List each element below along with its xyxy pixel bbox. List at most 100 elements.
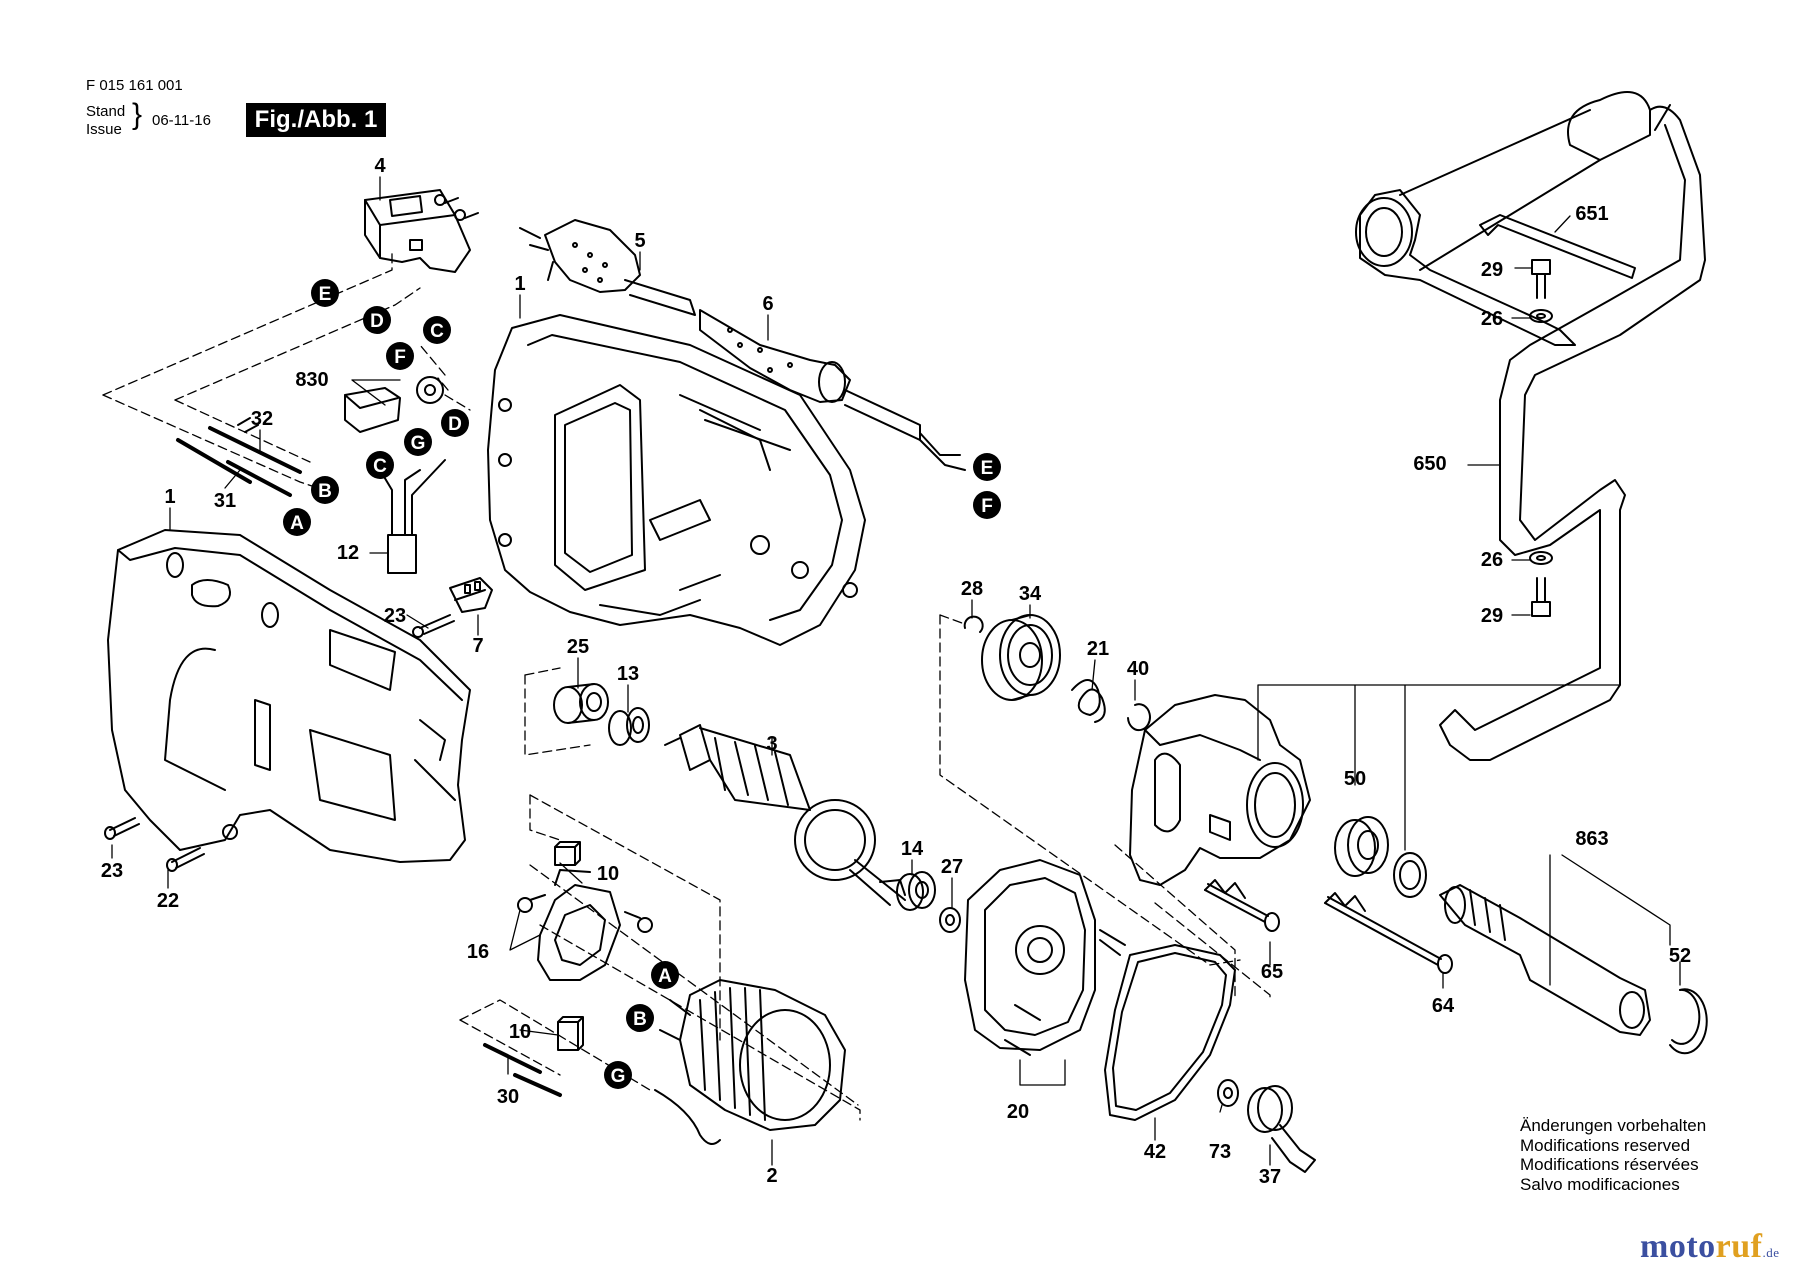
spindle-part-863 [1439, 884, 1651, 1036]
svg-text:F: F [981, 496, 993, 517]
callout-863: 863 [1575, 828, 1608, 850]
callout-28: 28 [961, 578, 983, 600]
screw-part-23 [412, 614, 455, 638]
marker-E-2: E [973, 453, 1001, 481]
callout-31: 31 [214, 490, 236, 512]
callout-23-upper: 23 [384, 605, 406, 627]
brush-part-10-top [554, 841, 581, 866]
marker-B-2: B [626, 1004, 654, 1032]
callout-27: 27 [941, 856, 963, 878]
housing-half-part-1 [487, 314, 866, 646]
circlip-part-28 [963, 615, 984, 633]
screw-part-29-bottom [1531, 577, 1551, 617]
stand-label: Stand [86, 103, 126, 120]
callout-16: 16 [467, 941, 489, 963]
svg-text:F: F [394, 347, 406, 368]
washer-part-73 [1217, 1079, 1239, 1107]
callout-numbers: 4 5 6 1 830 32 31 12 23 7 1 23 22 25 13 … [101, 155, 1691, 1188]
callout-34: 34 [1019, 583, 1042, 605]
callout-10-lower: 10 [509, 1021, 531, 1043]
issue-date: 06-11-16 [152, 112, 211, 129]
gear-part-34 [981, 614, 1061, 701]
screw-part-65 [1204, 879, 1280, 932]
gear-housing-part-50 [1129, 694, 1311, 886]
housing-shell-part-1 [107, 529, 471, 863]
screw-part-64 [1324, 892, 1453, 974]
callout-30: 30 [497, 1086, 519, 1108]
callout-12: 12 [337, 542, 359, 564]
callout-650: 650 [1413, 453, 1446, 475]
callout-52: 52 [1669, 945, 1691, 967]
callout-50: 50 [1344, 768, 1366, 790]
callout-5: 5 [634, 230, 645, 252]
bearing-part-25 [553, 683, 609, 724]
handle-part-650 [1355, 91, 1706, 761]
svg-text:G: G [611, 1066, 626, 1087]
callout-42: 42 [1144, 1141, 1166, 1163]
screws-part-22-23 [104, 817, 205, 872]
svg-text:C: C [430, 321, 444, 342]
marker-F-1: F [386, 342, 414, 370]
callout-26-upper: 26 [1481, 308, 1503, 330]
marker-D-1: D [363, 306, 391, 334]
pins-part-31-32 [176, 417, 302, 497]
callout-29-lower: 29 [1481, 605, 1503, 627]
svg-text:B: B [318, 481, 332, 502]
callout-21: 21 [1087, 638, 1109, 660]
clip-part-7 [449, 577, 493, 613]
pinion-part-37 [1247, 1085, 1316, 1173]
brace-glyph: } [132, 98, 143, 131]
callout-32: 32 [251, 408, 273, 430]
figure-label: Fig./Abb. 1 [246, 103, 386, 137]
callout-37: 37 [1259, 1166, 1281, 1188]
callout-20: 20 [1007, 1101, 1029, 1123]
marker-G-1: G [404, 428, 432, 456]
callout-25: 25 [567, 636, 589, 658]
modification-notice: Änderungen vorbehalten Modifications res… [1520, 1116, 1706, 1194]
brush-part-10-bottom [557, 1016, 584, 1051]
bearing-plate-part-20 [964, 859, 1126, 1056]
callout-1-top: 1 [514, 273, 525, 295]
marker-E-1: E [311, 279, 339, 307]
callout-22: 22 [157, 890, 179, 912]
circlip-part-40 [1127, 703, 1151, 732]
callout-40: 40 [1127, 658, 1149, 680]
field-coil-part-2 [654, 979, 846, 1145]
callout-14: 14 [901, 838, 924, 860]
marker-C-1: C [423, 316, 451, 344]
callout-3: 3 [766, 733, 777, 755]
callout-4: 4 [374, 155, 386, 177]
watermark-logo: motoruf.de [1640, 1228, 1780, 1265]
callout-23-lower: 23 [101, 860, 123, 882]
callout-1-left: 1 [164, 486, 175, 508]
spring-part-21 [1071, 679, 1106, 723]
bracket-part-16 [517, 869, 653, 981]
svg-text:B: B [633, 1009, 647, 1030]
washer-part-26-top [1529, 309, 1553, 323]
washer-part-27 [939, 907, 961, 933]
bearing-part-14 [896, 871, 936, 911]
circlip-part-52 [1669, 988, 1708, 1055]
callout-13: 13 [617, 663, 639, 685]
leader-lines [111, 176, 1681, 1166]
callout-64: 64 [1432, 995, 1455, 1017]
bearing-part-50 [1334, 816, 1427, 898]
svg-text:D: D [448, 414, 462, 435]
svg-text:C: C [373, 456, 387, 477]
connection-markers: E D C F D G C B A E F A B G [283, 279, 1001, 1089]
callout-651: 651 [1575, 203, 1608, 225]
cable-sleeve-part-6 [699, 309, 966, 471]
callout-73: 73 [1209, 1141, 1231, 1163]
switch-part-4 [364, 189, 479, 273]
marker-F-2: F [973, 491, 1001, 519]
bearing-part-13 [608, 707, 650, 746]
armature-part-3 [664, 724, 906, 906]
notice-line-en: Modifications reserved [1520, 1135, 1691, 1155]
plug-part-5 [519, 219, 696, 316]
callout-6: 6 [762, 293, 773, 315]
notice-line-es: Salvo modificaciones [1520, 1174, 1680, 1194]
svg-text:D: D [370, 311, 384, 332]
callout-7: 7 [472, 635, 483, 657]
